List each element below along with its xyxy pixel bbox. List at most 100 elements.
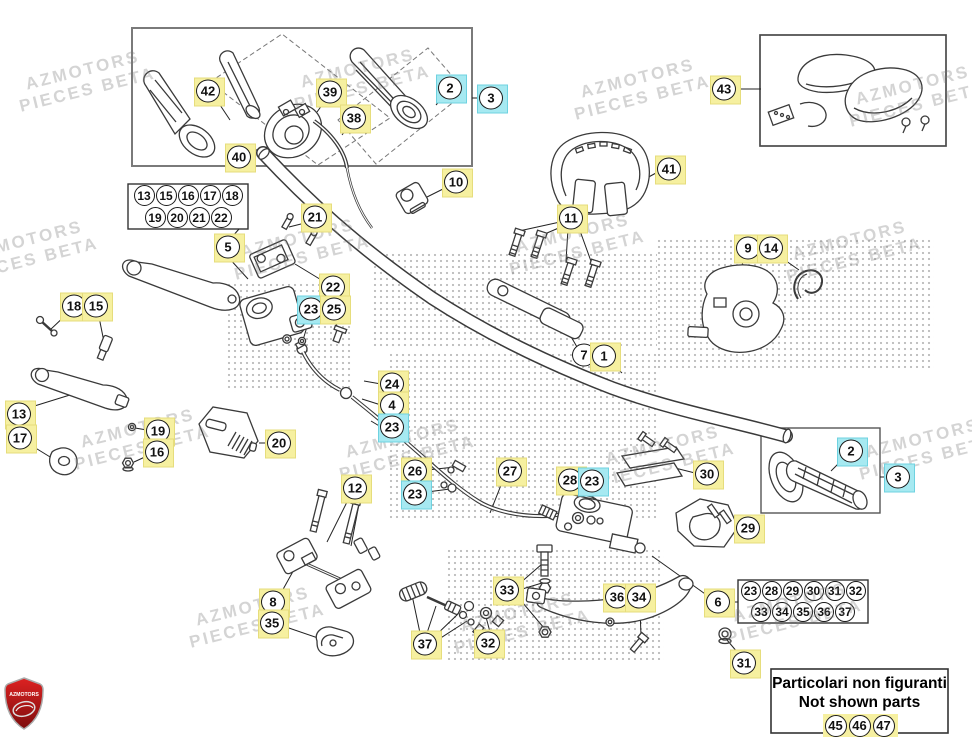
part-callout-23[interactable]: 23	[378, 413, 409, 443]
part-callout-42[interactable]: 42	[194, 77, 225, 107]
part-callout-40[interactable]: 40	[225, 143, 256, 173]
part-callout-31[interactable]: 31	[730, 649, 761, 679]
bar-mount-clamp	[325, 568, 372, 609]
logo-brand-text: AZMOTORS	[9, 692, 39, 698]
riser-bolts	[508, 227, 602, 289]
callout-number: 3	[479, 86, 503, 110]
callout-number: 6	[706, 590, 730, 614]
part-callout-33[interactable]: 33	[493, 576, 524, 606]
left-grip	[143, 70, 191, 136]
azmotors-logo: AZMOTORS	[4, 677, 44, 736]
callout-number: 3	[886, 465, 910, 489]
throttle-housing	[263, 103, 323, 159]
legend-part-31[interactable]: 31	[824, 581, 845, 601]
callout-number: 23	[403, 482, 427, 506]
part-callout-39[interactable]: 39	[316, 78, 347, 108]
rubber-pad	[315, 626, 355, 657]
legend-part-45[interactable]: 45	[822, 713, 850, 737]
callout-number: 14	[759, 236, 783, 260]
legend-part-46[interactable]: 46	[846, 713, 874, 737]
callout-number: 21	[303, 205, 327, 229]
legend-part-35[interactable]: 35	[793, 602, 813, 622]
legend-part-29[interactable]: 29	[782, 581, 803, 601]
legend-part-16[interactable]: 16	[177, 185, 199, 206]
part-callout-20[interactable]: 20	[265, 429, 296, 459]
callout-number: 35	[260, 611, 284, 635]
lever-clamp	[49, 447, 78, 476]
legend-part-15[interactable]: 15	[155, 185, 177, 206]
part-callout-15[interactable]: 15	[82, 292, 113, 322]
legend-part-37[interactable]: 37	[835, 602, 855, 622]
legend-part-47[interactable]: 47	[870, 713, 898, 737]
part-callout-23[interactable]: 23	[578, 467, 609, 497]
part-callout-26[interactable]: 26	[401, 457, 432, 487]
grips-inset-box	[131, 27, 473, 167]
part-callout-11[interactable]: 11	[557, 204, 588, 234]
legend-box-left-border	[127, 183, 249, 230]
part-callout-35[interactable]: 35	[258, 609, 289, 639]
part-callout-37[interactable]: 37	[411, 630, 442, 660]
legend-part-34[interactable]: 34	[772, 602, 792, 622]
legend-part-18[interactable]: 18	[221, 185, 243, 206]
part-callout-30[interactable]: 30	[693, 460, 724, 490]
part-callout-12[interactable]: 12	[341, 474, 372, 504]
part-callout-32[interactable]: 32	[474, 629, 505, 659]
part-callout-10[interactable]: 10	[442, 168, 473, 198]
part-callout-3[interactable]: 3	[477, 84, 508, 114]
legend-part-13[interactable]: 13	[133, 185, 155, 206]
callout-number: 32	[476, 631, 500, 655]
legend-part-17[interactable]: 17	[199, 185, 221, 206]
part-callout-1[interactable]: 1	[590, 342, 621, 372]
part-callout-21[interactable]: 21	[301, 203, 332, 233]
callout-number: 34	[627, 585, 651, 609]
callout-number: 10	[444, 170, 468, 194]
legend-part-33[interactable]: 33	[751, 602, 771, 622]
part-callout-41[interactable]: 41	[655, 155, 686, 185]
bar-mount-clamp	[276, 537, 318, 575]
part-callout-2[interactable]: 2	[436, 74, 467, 104]
part-callout-22[interactable]: 22	[319, 273, 350, 303]
part-callout-6[interactable]: 6	[704, 588, 735, 618]
part-callout-27[interactable]: 27	[496, 457, 527, 487]
callout-number: 2	[438, 76, 462, 100]
part-callout-14[interactable]: 14	[757, 234, 788, 264]
callout-number: 37	[413, 632, 437, 656]
callout-number: 40	[227, 145, 251, 169]
part-callout-34[interactable]: 34	[625, 583, 656, 613]
stipple-pattern	[388, 352, 660, 520]
part-callout-3[interactable]: 3	[884, 463, 915, 493]
legend-part-21[interactable]: 21	[188, 207, 210, 228]
legend-part-20[interactable]: 20	[166, 207, 188, 228]
part-callout-2[interactable]: 2	[837, 437, 868, 467]
callout-number: 1	[592, 344, 616, 368]
part-callout-16[interactable]: 16	[143, 438, 174, 468]
part-callout-29[interactable]: 29	[734, 514, 765, 544]
part-callout-25[interactable]: 25	[320, 295, 351, 325]
legend-part-28[interactable]: 28	[761, 581, 782, 601]
part-callout-38[interactable]: 38	[340, 104, 371, 134]
logo-shield	[4, 677, 44, 730]
legend-part-32[interactable]: 32	[845, 581, 866, 601]
callout-number: 25	[322, 297, 346, 321]
logo-emblem	[12, 700, 36, 718]
part-callout-17[interactable]: 17	[6, 424, 37, 454]
callout-number: 23	[299, 297, 323, 321]
callout-number: 33	[495, 578, 519, 602]
legend-part-30[interactable]: 30	[803, 581, 824, 601]
part-callout-13[interactable]: 13	[5, 400, 36, 430]
legend-part-23[interactable]: 23	[740, 581, 761, 601]
legend-part-36[interactable]: 36	[814, 602, 834, 622]
part-callout-43[interactable]: 43	[710, 75, 741, 105]
legend-part-22[interactable]: 22	[210, 207, 232, 228]
callout-number: 30	[695, 462, 719, 486]
callout-number: 27	[498, 459, 522, 483]
part-callout-5[interactable]: 5	[214, 233, 245, 263]
part-callout-23[interactable]: 23	[401, 480, 432, 510]
legend-part-19[interactable]: 19	[144, 207, 166, 228]
